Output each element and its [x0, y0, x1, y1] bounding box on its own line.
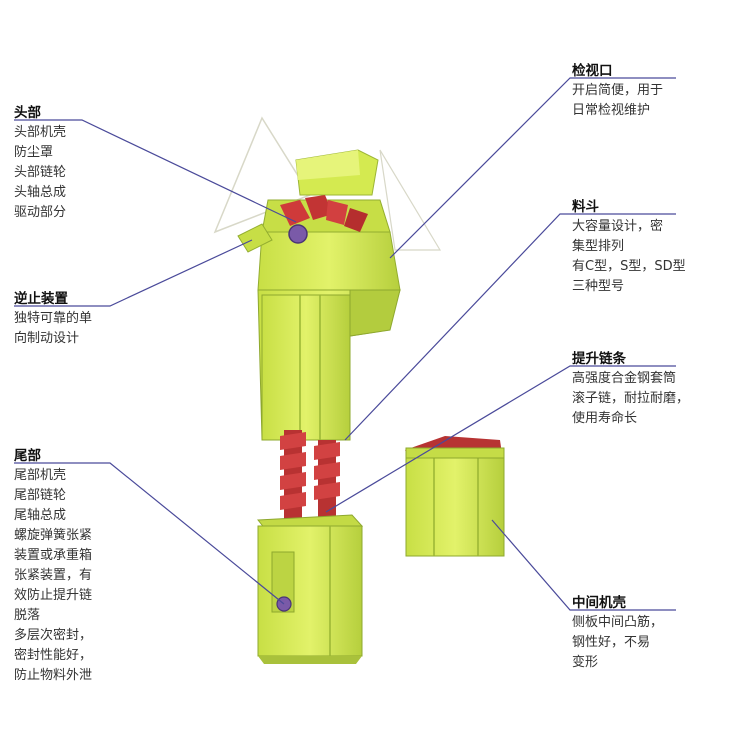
annotation-bucket-title: 料斗 [572, 199, 599, 215]
annotation-bucket-line: 三种型号 [572, 279, 625, 294]
inspection-hatch [295, 149, 379, 196]
annotation-head-line: 头轴总成 [14, 185, 67, 200]
annotation-tail-line: 张紧装置，有 [14, 568, 93, 583]
annotation-tail-line: 尾部链轮 [14, 488, 67, 503]
annotation-middle-line: 侧板中间凸筋， [572, 615, 664, 630]
leader-bucket [344, 213, 676, 441]
annotation-tail-line: 脱落 [14, 608, 41, 623]
annotation-middle-title: 中间机壳 [572, 595, 626, 611]
annotation-tail-line: 装置或承重箱 [14, 548, 93, 563]
leader-head [14, 119, 297, 223]
head-sprocket [288, 224, 308, 244]
middle-casing [405, 436, 505, 557]
tail-casing [257, 514, 364, 664]
leader-middle [491, 519, 676, 611]
dust-hood [213, 116, 442, 251]
annotation-head: 头部 头部机壳 防尘罩 头部链轮 头轴总成 驱动部分 [14, 103, 66, 223]
annotation-head-line: 防尘罩 [14, 145, 54, 160]
annotation-chain-title: 提升链条 [572, 351, 626, 367]
annotation-tail-line: 螺旋弹簧张紧 [14, 528, 93, 543]
annotation-inspection-title: 检视口 [572, 63, 613, 79]
annotation-head-title: 头部 [14, 105, 41, 121]
leader-lines [14, 77, 676, 611]
annotation-head-line: 头部机壳 [14, 125, 67, 140]
annotation-middle: 中间机壳 侧板中间凸筋， 钢性好，不易 变形 [572, 593, 663, 673]
annotation-chain-line: 使用寿命长 [572, 411, 638, 426]
annotation-tail-line: 多层次密封， [14, 628, 93, 643]
annotation-head-line: 驱动部分 [14, 205, 67, 220]
annotation-tail-title: 尾部 [14, 448, 41, 464]
leader-backstop [14, 239, 253, 307]
leader-chain [325, 365, 676, 513]
annotation-bucket: 料斗 大容量设计，密 集型排列 有C型，S型，SD型 三种型号 [572, 197, 686, 297]
annotation-tail-line: 效防止提升链 [14, 588, 93, 603]
annotation-backstop-title: 逆止装置 [14, 291, 68, 307]
annotation-chain: 提升链条 高强度合金钢套筒 滚子链，耐拉耐磨， 使用寿命长 [572, 349, 689, 429]
annotation-tail-line: 尾轴总成 [14, 508, 67, 523]
backstop-device [237, 223, 273, 253]
annotation-tail-line: 密封性能好， [14, 648, 93, 663]
annotation-backstop: 逆止装置 独特可靠的单 向制动设计 [14, 289, 92, 349]
upper-casing [257, 289, 401, 441]
annotation-tail-line: 防止物料外泄 [14, 668, 93, 683]
annotation-chain-line: 高强度合金钢套筒 [572, 371, 677, 386]
annotation-tail-line: 尾部机壳 [14, 468, 67, 483]
head-buckets [280, 195, 368, 232]
annotation-bucket-line: 大容量设计，密 [572, 219, 664, 234]
annotation-middle-line: 钢性好，不易 [572, 635, 651, 650]
annotation-inspection-line: 开启简便，用于 [572, 83, 664, 98]
lift-chain-left [280, 430, 306, 520]
lift-chain-right [314, 440, 340, 520]
annotation-inspection-line: 日常检视维护 [572, 103, 651, 118]
head-casing [237, 195, 401, 291]
annotation-tail: 尾部 尾部机壳 尾部链轮 尾轴总成 螺旋弹簧张紧 装置或承重箱 张紧装置，有 效… [14, 446, 92, 686]
annotation-head-line: 头部链轮 [14, 165, 67, 180]
annotation-backstop-line: 独特可靠的单 [14, 311, 93, 326]
leader-tail [14, 462, 285, 605]
annotation-inspection: 检视口 开启简便，用于 日常检视维护 [572, 61, 663, 121]
leader-inspection [389, 77, 676, 259]
annotation-bucket-line: 集型排列 [572, 239, 625, 254]
annotation-backstop-line: 向制动设计 [14, 331, 80, 346]
annotation-middle-line: 变形 [572, 655, 599, 670]
annotation-chain-line: 滚子链，耐拉耐磨， [572, 391, 690, 406]
annotation-bucket-line: 有C型，S型，SD型 [572, 259, 686, 274]
